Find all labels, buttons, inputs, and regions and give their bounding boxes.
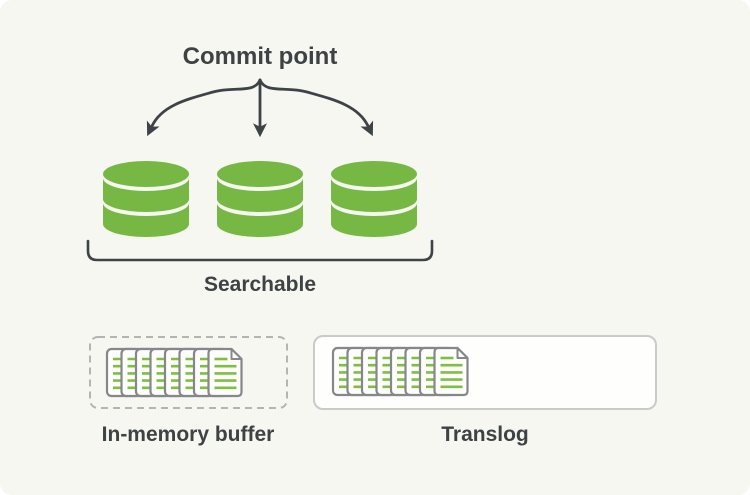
in-memory-buffer-label: In-memory buffer — [101, 423, 275, 446]
fan-out-arrows-icon — [146, 78, 374, 138]
in-memory-buffer-box — [89, 336, 288, 409]
document-stack-icon — [107, 349, 242, 396]
searchable-label: Searchable — [203, 273, 317, 296]
translog-label: Translog — [441, 423, 529, 446]
database-cylinder-icon — [331, 161, 417, 237]
commit-point-label: Commit point — [182, 43, 338, 70]
document-stack-icon — [333, 348, 468, 395]
segment-cylinders — [103, 161, 417, 237]
searchable-bracket — [86, 239, 434, 262]
database-cylinder-icon — [217, 161, 303, 237]
database-cylinder-icon — [103, 161, 189, 237]
